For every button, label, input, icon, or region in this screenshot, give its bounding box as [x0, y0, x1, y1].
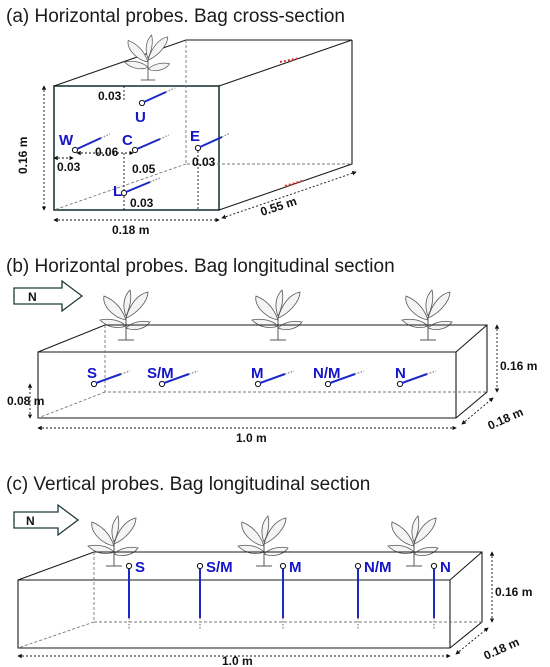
plant-icon: [401, 289, 453, 341]
panel-b-probes: S S/M M N/M N: [87, 365, 437, 388]
probe-label-n: N: [395, 365, 406, 382]
probe-label-s: S: [87, 365, 97, 382]
plant-icon: [87, 515, 139, 567]
panel-a-probe-l: L: [113, 177, 161, 200]
plant-icon: [99, 289, 151, 341]
panel-a-box: [53, 39, 353, 211]
panel-b-caption: (b) Horizontal probes. Bag longitudinal …: [6, 256, 395, 277]
panel-c-box: [17, 551, 483, 649]
panel-a-probe-u: U: [135, 87, 176, 126]
dim-height-c: 0.16 m: [495, 585, 532, 599]
dim-height-b: 0.16 m: [500, 359, 537, 373]
panel-b-box: [37, 324, 488, 419]
probe-label-nm: N/M: [364, 559, 392, 576]
dim-length-c: 1.0 m: [222, 654, 253, 667]
panel-a-caption: (a) Horizontal probes. Bag cross-section: [6, 6, 345, 27]
probe-label-nm: N/M: [313, 365, 341, 382]
probe-label-c: C: [122, 132, 133, 149]
north-label-c: N: [26, 514, 35, 528]
dim-w-c: 0.06: [95, 145, 119, 159]
dim-width-c: 0.18 m: [482, 635, 522, 663]
dim-length: 0.55 m: [259, 194, 299, 219]
dim-w-side: 0.03: [57, 160, 81, 174]
plant-icon: [237, 515, 289, 567]
plant-icon: [251, 289, 303, 341]
plant-icon: [124, 34, 171, 81]
panel-a-probe-c: C: [122, 132, 170, 154]
probe-label-u: U: [135, 109, 146, 126]
probe-label-m: M: [251, 365, 264, 382]
dim-width-b: 0.18 m: [486, 405, 526, 433]
probe-label-sm: S/M: [206, 559, 233, 576]
probe-label-e: E: [190, 128, 200, 145]
dim-length-b: 1.0 m: [236, 431, 267, 445]
north-label-b: N: [28, 290, 37, 304]
panel-b: (b) Horizontal probes. Bag longitudinal …: [6, 256, 537, 445]
probe-label-s: S: [135, 559, 145, 576]
panel-a-probe-w: W: [59, 132, 111, 154]
panel-a: (a) Horizontal probes. Bag cross-section…: [6, 6, 357, 237]
dim-width: 0.18 m: [112, 223, 149, 237]
plant-icon: [387, 515, 439, 567]
dim-c-l: 0.05: [132, 162, 156, 176]
panel-c-probes: S S/M M N/M N: [125, 559, 451, 630]
panel-c-caption: (c) Vertical probes. Bag longitudinal se…: [6, 474, 370, 495]
dim-u-top: 0.03: [98, 89, 122, 103]
north-arrow-b: N: [13, 279, 84, 313]
probe-label-m: M: [289, 559, 302, 576]
dim-height: 0.16 m: [16, 137, 30, 174]
dim-probe-height: 0.08 m: [7, 394, 44, 408]
dim-e-side: 0.03: [192, 155, 216, 169]
probe-label-sm: S/M: [147, 365, 174, 382]
probe-label-l: L: [113, 183, 122, 200]
red-marker-top: [279, 57, 301, 63]
dim-l-bottom: 0.03: [130, 196, 154, 210]
panel-c: (c) Vertical probes. Bag longitudinal se…: [6, 474, 532, 667]
probe-label-n: N: [440, 559, 451, 576]
north-arrow-c: N: [13, 503, 80, 537]
panel-a-probe-e: E: [190, 128, 231, 152]
probe-label-w: W: [59, 132, 74, 149]
